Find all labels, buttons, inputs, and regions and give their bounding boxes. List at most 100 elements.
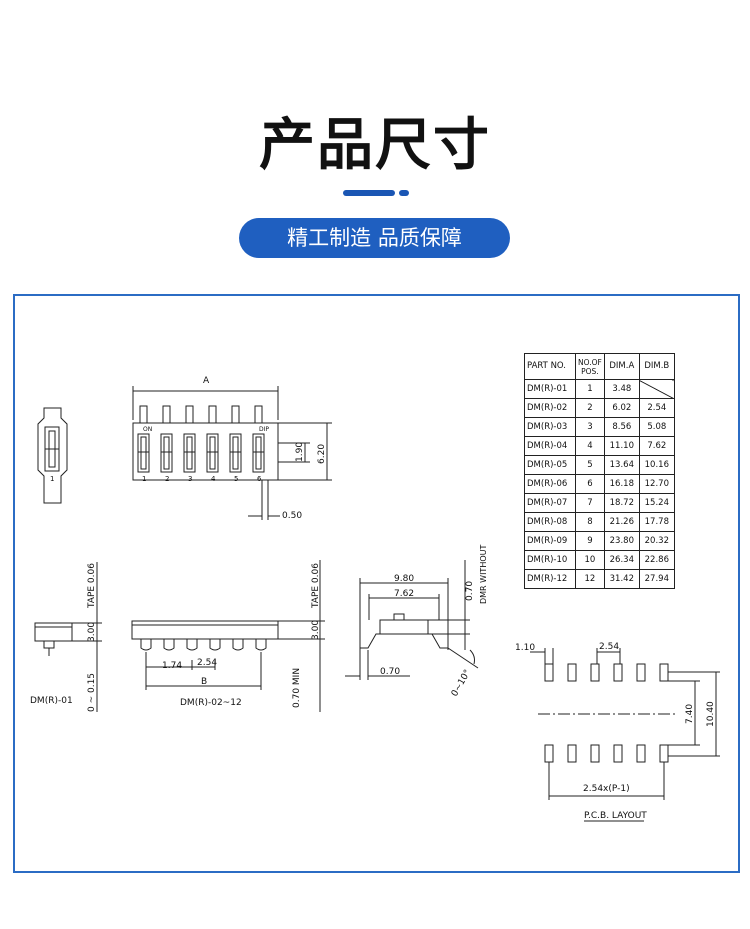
cell: 10.16 — [638, 455, 675, 475]
dim-1-10: 1.10 — [515, 643, 535, 653]
dim-1-90: 1.90 — [295, 442, 305, 462]
cell: DM(R)-07 — [524, 493, 576, 513]
dim-2-54-side: 2.54 — [197, 658, 217, 668]
cell — [638, 379, 675, 399]
cell: DM(R)-03 — [524, 417, 576, 437]
multi-side-view — [131, 560, 325, 712]
dmr-without-label: DMR WITHOUT — [479, 545, 488, 604]
cell: 5 — [575, 455, 605, 475]
cell: 2.54 — [638, 398, 675, 418]
dim-0-50: 0.50 — [282, 511, 302, 521]
cell: 11.10 — [603, 436, 640, 456]
col-part-no: PART NO. — [524, 353, 576, 380]
dim-7-40: 7.40 — [685, 704, 695, 724]
cell: 3.48 — [603, 379, 640, 399]
multi-switch-top-view — [132, 386, 332, 520]
title-underline — [343, 190, 395, 196]
slogan-badge: 精工制造 品质保障 — [239, 218, 510, 258]
cell: 9 — [575, 531, 605, 551]
cell: DM(R)-02 — [524, 398, 576, 418]
angle-label: 0~10° — [450, 668, 473, 698]
cell: 8.56 — [603, 417, 640, 437]
cell: 1 — [575, 379, 605, 399]
pcb-layout-title: P.C.B. LAYOUT — [584, 811, 647, 821]
cell: DM(R)-12 — [524, 569, 576, 589]
col-dim-b: DIM.B — [638, 353, 675, 380]
cell: 7.62 — [638, 436, 675, 456]
cell: 18.72 — [603, 493, 640, 513]
pin-label-6: 6 — [257, 475, 262, 483]
dip-label: DIP — [259, 426, 269, 433]
cell: 12.70 — [638, 474, 675, 494]
dim-0-70-min: 0.70 MIN — [292, 668, 302, 708]
dim-3-00-left: 3.00 — [87, 622, 97, 642]
end-view — [345, 560, 479, 680]
dim-3-00-right: 3.00 — [311, 620, 321, 640]
single-pin-label: 1 — [50, 475, 54, 483]
dim-b-label: B — [201, 677, 207, 687]
single-side-view — [34, 562, 102, 712]
tape-right: TAPE 0.06 — [311, 563, 321, 609]
cell: 2 — [575, 398, 605, 418]
cell: DM(R)-08 — [524, 512, 576, 532]
cell: 8 — [575, 512, 605, 532]
pin-label-1: 1 — [142, 475, 146, 483]
cell: 5.08 — [638, 417, 675, 437]
dim-2-54-pcb: 2.54 — [599, 642, 619, 652]
cell: 6.02 — [603, 398, 640, 418]
label-dm-02-12: DM(R)-02~12 — [180, 698, 242, 708]
cell: DM(R)-06 — [524, 474, 576, 494]
pin-label-4: 4 — [211, 475, 216, 483]
dim-1-74: 1.74 — [162, 661, 182, 671]
on-label: ON — [143, 426, 152, 433]
cell: 4 — [575, 436, 605, 456]
page-title: 产品尺寸 — [259, 113, 491, 178]
cell: 23.80 — [603, 531, 640, 551]
title-underline-dot — [399, 190, 409, 196]
dim-a-label: A — [203, 376, 210, 386]
pcb-layout — [530, 648, 720, 822]
dim-0-015: 0 ~ 0.15 — [87, 673, 97, 712]
cell: DM(R)-10 — [524, 550, 576, 570]
col-dim-a: DIM.A — [603, 353, 640, 380]
cell: 16.18 — [603, 474, 640, 494]
single-switch-top-view — [37, 407, 68, 504]
cell: 15.24 — [638, 493, 675, 513]
pin-label-5: 5 — [234, 475, 238, 483]
cell: 13.64 — [603, 455, 640, 475]
cell: 27.94 — [638, 569, 675, 589]
cell: 22.86 — [638, 550, 675, 570]
dim-6-20: 6.20 — [317, 444, 327, 464]
cell: DM(R)-04 — [524, 436, 576, 456]
dimension-table: PART NO. NO.OF POS. DIM.A DIM.B DM(R)-01… — [524, 353, 675, 589]
cell: 17.78 — [638, 512, 675, 532]
cell: 21.26 — [603, 512, 640, 532]
cell: 20.32 — [638, 531, 675, 551]
tape-left: TAPE 0.06 — [87, 563, 97, 609]
dim-0-70-top: 0.70 — [465, 581, 475, 601]
dim-7-62: 7.62 — [394, 589, 414, 599]
col-no-of-pos: NO.OF POS. — [575, 353, 605, 380]
dim-10-40: 10.40 — [706, 701, 716, 727]
cell: DM(R)-09 — [524, 531, 576, 551]
pin-label-2: 2 — [165, 475, 169, 483]
cell: 31.42 — [603, 569, 640, 589]
table-header-row: PART NO. NO.OF POS. DIM.A DIM.B — [524, 353, 675, 380]
cell: DM(R)-01 — [524, 379, 576, 399]
dim-0-70-bottom: 0.70 — [380, 667, 400, 677]
dim-9-80: 9.80 — [394, 574, 414, 584]
cell: 26.34 — [603, 550, 640, 570]
cell: 7 — [575, 493, 605, 513]
cell: 10 — [575, 550, 605, 570]
cell: 12 — [575, 569, 605, 589]
